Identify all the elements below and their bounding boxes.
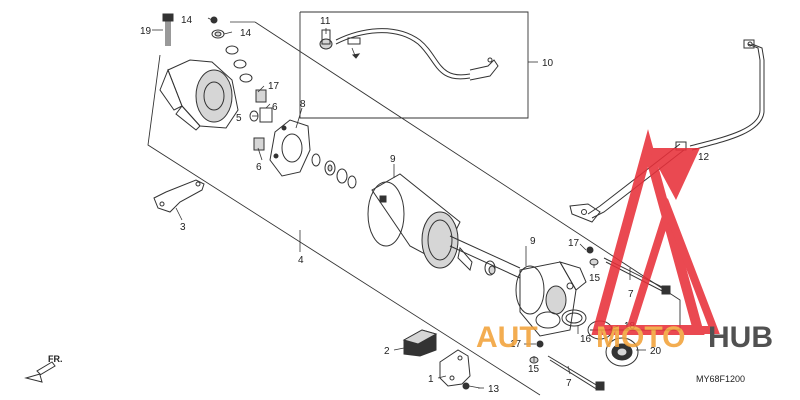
- watermark: AUT MOTO HUB: [476, 129, 773, 354]
- callout-17-lower: 17: [510, 339, 522, 350]
- callout-9-cover: 9: [530, 236, 536, 247]
- main-assembly-frame: [254, 21, 681, 331]
- triangle-logo-icon: [591, 129, 720, 335]
- callout-10: 10: [542, 58, 554, 69]
- callout-labels: 19 14 14 17 5 6 6 8 3 4 9 9 11 10 12 17 …: [140, 15, 710, 395]
- callout-17-rear: 17: [268, 81, 280, 92]
- callout-19: 19: [140, 26, 152, 37]
- bearing-20: [605, 337, 639, 367]
- callout-16: 16: [580, 334, 592, 345]
- callout-8: 8: [300, 99, 306, 110]
- callout-7-lower: 7: [566, 378, 572, 389]
- callout-14-top: 14: [181, 15, 193, 26]
- front-cover: [515, 261, 587, 337]
- diagram-code: MY68F1200: [696, 374, 745, 384]
- callout-13: 13: [488, 384, 500, 395]
- watermark-text-right: HUB: [708, 321, 773, 354]
- starter-yoke: [367, 173, 521, 279]
- thrust-washers: [311, 153, 357, 189]
- callout-9-yoke: 9: [390, 154, 396, 165]
- bracket-3: [153, 179, 205, 213]
- shaft-washers: [484, 260, 496, 276]
- callout-17-front: 17: [568, 238, 580, 249]
- callout-3: 3: [180, 222, 186, 233]
- callout-15-upper: 15: [589, 273, 601, 284]
- battery-cable: [569, 39, 765, 223]
- bracket-1: [439, 349, 481, 390]
- front-direction-indicator: FR.: [24, 354, 63, 383]
- arrow-down-left-icon: [24, 361, 56, 383]
- callout-6-upper: 6: [272, 102, 278, 113]
- callout-1: 1: [428, 374, 434, 385]
- starter-cable: [319, 28, 499, 81]
- nuts-14: [210, 16, 253, 83]
- direction-label: FR.: [48, 354, 63, 364]
- callout-2: 2: [384, 346, 390, 357]
- rear-cover: [159, 59, 239, 131]
- callout-20: 20: [650, 346, 662, 357]
- callout-15-lower: 15: [528, 364, 540, 375]
- callout-11: 11: [320, 16, 331, 27]
- callout-14: 14: [240, 28, 252, 39]
- callout-6-lower: 6: [256, 162, 262, 173]
- main-assembly-frame-left: [147, 54, 541, 396]
- callout-5: 5: [236, 113, 242, 124]
- bolt-19: [162, 13, 174, 46]
- brush-holder: [249, 89, 311, 177]
- rubber-2: [402, 329, 438, 357]
- cable-frame: [299, 11, 529, 119]
- callout-12: 12: [698, 152, 710, 163]
- watermark-text-mid: MOTO: [596, 321, 685, 354]
- callout-4: 4: [298, 255, 304, 266]
- callout-7-upper: 7: [628, 289, 634, 300]
- watermark-text-left: AUT: [476, 321, 538, 354]
- bolts-7: [529, 246, 671, 391]
